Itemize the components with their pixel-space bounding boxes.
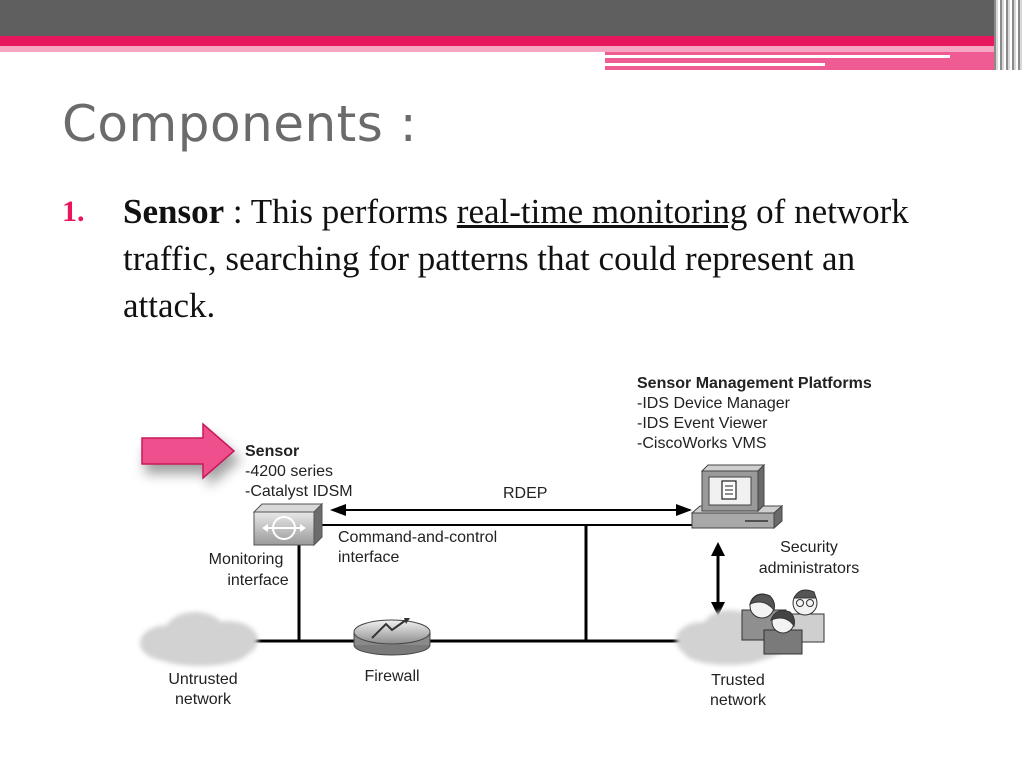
administrators-icon	[741, 589, 825, 655]
bullet-emphasis: real-time monitoring	[456, 192, 748, 231]
security-admins-label: Security	[780, 539, 838, 556]
bullet-text: Sensor : This performs real-time monitor…	[123, 188, 933, 329]
accent-bar-light	[0, 46, 1024, 52]
rdep-label: RDEP	[503, 485, 548, 502]
firewall-label: Firewall	[364, 668, 420, 685]
security-admins-label: administrators	[758, 560, 860, 577]
accent-stripe-line	[605, 55, 950, 58]
smp-label-title: Sensor Management Platforms	[637, 375, 872, 392]
bullet-rest: of network traffic, searching for patter…	[123, 192, 909, 325]
trusted-network-label: Trusted	[711, 672, 765, 689]
monitoring-interface-label: interface	[227, 572, 289, 589]
accent-stripe-line	[605, 63, 825, 66]
bullet-number: 1.	[62, 195, 85, 228]
header-bar	[0, 0, 1024, 36]
firewall-icon	[353, 618, 431, 656]
bullet-term: Sensor	[123, 192, 225, 231]
monitoring-interface-label: Monitoring	[208, 551, 284, 568]
command-control-label: Command-and-control	[338, 529, 498, 546]
bullet-separator: : This performs	[224, 192, 457, 231]
management-workstation-icon	[690, 463, 784, 530]
smp-label-line: -CiscoWorks VMS	[637, 435, 767, 452]
untrusted-network-label: network	[174, 691, 232, 708]
network-lines	[232, 504, 725, 643]
untrusted-network-label: Untrusted	[168, 671, 238, 688]
smp-label-line: -IDS Device Manager	[637, 395, 790, 412]
accent-bar	[0, 36, 1024, 46]
cloud-icon	[140, 612, 258, 666]
smp-label-line: -IDS Event Viewer	[637, 415, 768, 432]
sensor-label-line: -4200 series	[245, 463, 334, 480]
pink-arrow-icon	[141, 422, 241, 487]
trusted-network-label: network	[709, 692, 767, 709]
sensor-device-icon	[252, 502, 324, 547]
slide-title: Components :	[62, 95, 418, 153]
sensor-label-title: Sensor	[245, 443, 300, 460]
command-control-label: interface	[338, 549, 400, 566]
sensor-label-line: -Catalyst IDSM	[245, 483, 353, 500]
header-stripes	[994, 0, 1024, 70]
